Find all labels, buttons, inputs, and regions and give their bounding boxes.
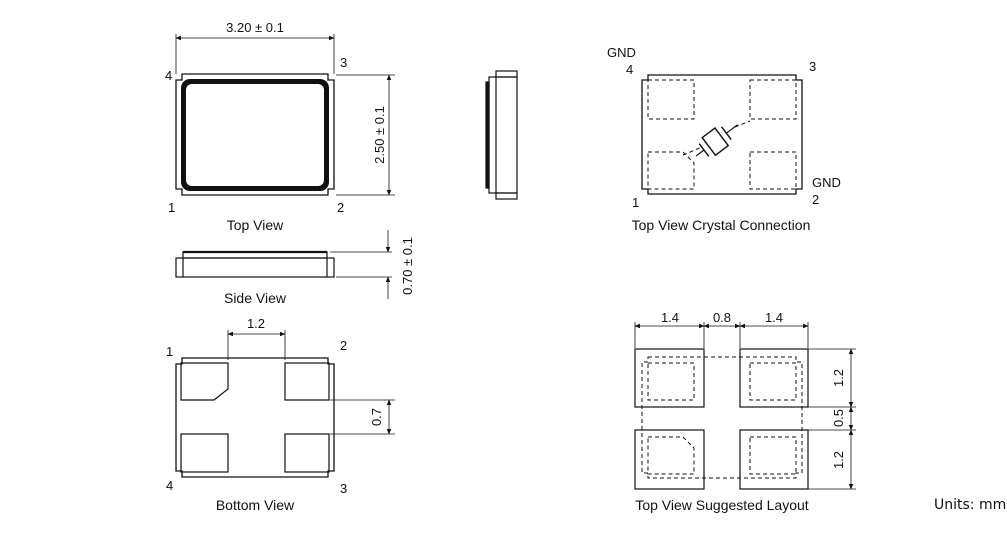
crystal-pad-3 <box>749 79 797 120</box>
crystal-symbol <box>695 124 738 157</box>
bottom-pad-gap-dim: 0.7 <box>369 408 384 426</box>
layout-pad-top-left <box>634 348 705 408</box>
top-pin-3: 3 <box>340 55 347 70</box>
top-pin-1: 1 <box>168 200 175 215</box>
crystal-pin-3: 3 <box>809 59 816 74</box>
bottom-view <box>175 330 395 478</box>
crystal-pad-2 <box>749 151 797 190</box>
layout-dim-v2: 0.5 <box>831 409 846 427</box>
crystal-pin-4: 4 <box>626 62 633 77</box>
units-label: Units: mm <box>934 497 1006 513</box>
layout-pad-bottom-left <box>634 429 705 490</box>
crystal-connection-title: Top View Crystal Connection <box>632 217 811 233</box>
package-outline <box>175 73 335 196</box>
top-view <box>175 34 395 196</box>
side-view <box>175 230 392 299</box>
top-width-dim-text: 3.20 ± 0.1 <box>226 20 284 35</box>
side-view-title: Side View <box>224 290 287 306</box>
lid-inner <box>186 84 324 186</box>
top-height-dim-text: 2.50 ± 0.1 <box>372 106 387 164</box>
layout-pad-top-right <box>739 348 809 408</box>
bottom-pad-3 <box>284 433 330 473</box>
crystal-pin-2: 2 <box>812 192 819 207</box>
bottom-pin-2: 2 <box>340 338 347 353</box>
bottom-pad-spacing-dim: 1.2 <box>247 316 265 331</box>
layout-dim-h3: 1.4 <box>765 310 783 325</box>
side-profile-right <box>485 70 518 200</box>
bottom-pin-1: 1 <box>166 344 173 359</box>
crystal-pad-1 <box>647 151 695 190</box>
top-view-title: Top View <box>227 217 284 233</box>
layout-pad-bottom-right <box>739 429 809 490</box>
bottom-pad-1 <box>180 362 229 401</box>
layout-dim-v1: 1.2 <box>831 369 846 387</box>
bottom-pad-4 <box>180 433 229 473</box>
crystal-gnd-label-2: GND <box>812 175 841 190</box>
crystal-connection-view <box>641 74 803 195</box>
suggested-layout-title: Top View Suggested Layout <box>635 497 808 513</box>
side-thickness-dim-text: 0.70 ± 0.1 <box>400 237 415 295</box>
top-pin-2: 2 <box>337 200 344 215</box>
bottom-pin-4: 4 <box>166 478 173 493</box>
layout-dim-h1: 1.4 <box>661 310 679 325</box>
crystal-pin-1: 1 <box>632 195 639 210</box>
layout-dim-v3: 1.2 <box>831 451 846 469</box>
crystal-gnd-label-4: GND <box>607 45 636 60</box>
bottom-view-title: Bottom View <box>216 497 295 513</box>
top-pin-4: 4 <box>165 68 172 83</box>
layout-dim-h2: 0.8 <box>713 310 731 325</box>
crystal-pad-4 <box>647 79 695 120</box>
bottom-pad-2 <box>284 362 330 401</box>
suggested-layout-view <box>634 322 856 490</box>
bottom-pin-3: 3 <box>340 481 347 496</box>
